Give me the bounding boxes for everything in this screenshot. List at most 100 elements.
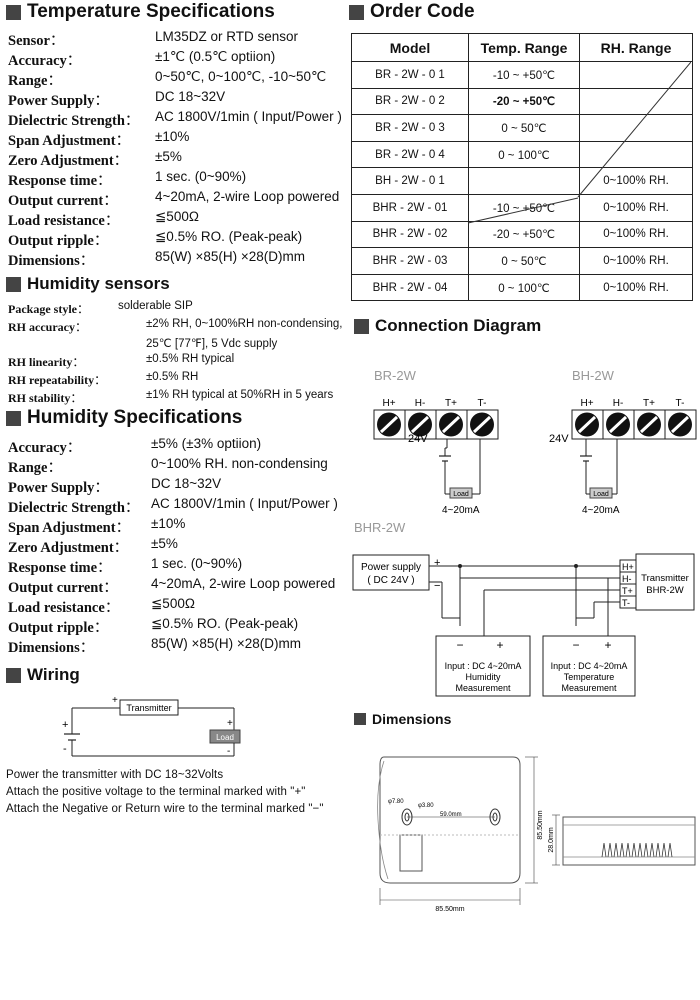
br-load-box	[449, 487, 473, 499]
vent-fin	[631, 842, 637, 858]
model-cell: BR - 2W - 0 2	[351, 87, 469, 116]
temperature-measurement-box	[542, 635, 636, 697]
power-supply-label: Power supply	[361, 562, 421, 573]
humidity-spec-label: Response time：	[8, 560, 112, 576]
humidity-spec-value: ±10%	[151, 516, 186, 531]
temperature-box-input: Input : DC 4~20mA	[551, 661, 628, 671]
square-bullet-icon	[354, 713, 366, 725]
br-terminal-block: H+H-T+T-	[373, 398, 499, 440]
terminal-label: T+	[445, 398, 457, 409]
model-cell: BHR - 2W - 02	[351, 220, 469, 249]
svg-text:−: −	[572, 638, 579, 652]
bhr-terminal-hplus: H+	[622, 562, 634, 572]
square-bullet-icon	[354, 318, 369, 334]
model-cell: BR - 2W - 0 3	[351, 114, 469, 142]
vent-fin	[649, 842, 655, 858]
temperature-spec-value: AC 1800V/1min ( Input/Power )	[155, 109, 342, 124]
humidity-spec-label: Accuracy：	[8, 440, 82, 456]
temperature-spec-value: ≦0.5% RO. (Peak-peak)	[155, 229, 303, 244]
humidity-sensor-value: ±2% RH, 0~100%RH non-condensing,	[146, 318, 343, 330]
temp-range-cell: -10 ~ +50℃	[468, 193, 580, 222]
humidity-sensor-value: ±0.5% RH	[146, 371, 199, 383]
terminal-label: T-	[478, 398, 487, 409]
rh-range-cell	[579, 140, 693, 169]
br-current-label: 4~20mA	[442, 505, 480, 516]
rh-range-cell: 0~100% RH.	[579, 220, 693, 249]
wiring-diagram: Transmitter + Load + - + -	[62, 695, 241, 757]
square-bullet-icon	[6, 276, 21, 292]
humidity-spec-value: AC 1800V/1min ( Input/Power )	[151, 496, 338, 511]
vent-fin	[637, 842, 643, 858]
humidity-sensor-value: solderable SIP	[118, 300, 193, 312]
side-vents	[601, 842, 673, 858]
order-code-title: Order Code	[349, 1, 475, 23]
bh-wiring: 24V Load 4~20mA	[549, 433, 620, 516]
temp-range-cell: 0 ~ 100℃	[468, 273, 580, 302]
humidity-spec-label: Dimensions：	[8, 640, 95, 656]
temperature-spec-label: Accuracy：	[8, 53, 82, 69]
vent-fin	[655, 842, 661, 858]
vent-fin	[667, 842, 673, 858]
humidity-spec-label: Output ripple：	[8, 620, 109, 636]
humidity-box-title: Humidity	[465, 672, 501, 682]
bhr-2w-label: BHR-2W	[354, 520, 406, 535]
temp-range-cell: 0 ~ 50℃	[468, 247, 580, 275]
humidity-sensor-label: RH accuracy：	[8, 320, 87, 334]
rh-range-empty-diagonal	[577, 61, 691, 198]
humidity-spec-value: 1 sec. (0~90%)	[151, 556, 243, 571]
square-bullet-icon	[6, 410, 21, 426]
power-supply-box	[352, 554, 430, 591]
vent-fin	[607, 842, 613, 858]
bhr-terminal-tminus: T-	[622, 598, 630, 608]
header-model: Model	[351, 33, 469, 62]
wiring-instruction-1: Power the transmitter with DC 18~32Volts	[6, 769, 224, 781]
temperature-spec-value: ±10%	[155, 129, 190, 144]
humidity-sensor-value: ±1% RH typical at 50%RH in 5 years	[146, 389, 334, 401]
humidity-spec-value: ≦500Ω	[151, 596, 195, 611]
temperature-spec-value: 4~20mA, 2-wire Loop powered	[155, 189, 340, 204]
svg-text:−: −	[456, 638, 463, 652]
terminal-label: H-	[415, 398, 426, 409]
vent-fin	[643, 842, 649, 858]
temperature-spec-label: Dimensions：	[8, 253, 95, 269]
temperature-spec-label: Power Supply：	[8, 93, 109, 109]
humidity-sensor-value: ±0.5% RH typical	[146, 353, 235, 365]
humidity-spec-value: ±5%	[151, 536, 178, 551]
temperature-spec-label: Sensor：	[8, 33, 65, 49]
humidity-spec-label: Span Adjustment：	[8, 520, 131, 536]
table-diagonals	[467, 61, 691, 224]
vent-fin	[601, 842, 607, 858]
power-supply-voltage: ( DC 24V )	[367, 575, 414, 586]
bhr-terminal-tplus: T+	[622, 586, 633, 596]
vent-fin	[661, 842, 667, 858]
temperature-box-title: Temperature	[564, 672, 615, 682]
br-2w-label: BR-2W	[374, 368, 417, 383]
temperature-spec-label: Output current：	[8, 193, 118, 209]
dimensions-title: Dimensions	[354, 711, 451, 727]
square-bullet-icon	[6, 667, 21, 683]
rh-range-cell: 0~100% RH.	[579, 273, 693, 302]
temp-range-cell: 0 ~ 100℃	[468, 140, 580, 169]
humidity-specs-title: Humidity Specifications	[6, 407, 242, 429]
humidity-sensor-label: Package style：	[8, 302, 89, 316]
temperature-spec-value: 85(W) ×85(H) ×28(D)mm	[155, 249, 306, 264]
header-rh-range: RH. Range	[579, 33, 693, 62]
humidity-spec-value: ±5% (±3% optiion)	[151, 436, 262, 451]
ps-plus: +	[434, 557, 440, 569]
temperature-spec-label: Response time：	[8, 173, 112, 189]
rh-range-cell	[579, 87, 693, 116]
terminal-label: H+	[580, 398, 593, 409]
load-label: Load	[216, 733, 234, 742]
temperature-box-subtitle: Measurement	[561, 683, 617, 693]
temperature-spec-label: Zero Adjustment：	[8, 153, 129, 169]
humidity-sensor-label: RH linearity：	[8, 355, 85, 369]
connection-diagram-title: Connection Diagram	[354, 316, 541, 336]
ps-minus: −	[434, 580, 440, 592]
humidity-spec-value: 0~100% RH. non-condensing	[151, 456, 328, 471]
bh-2w-label: BH-2W	[572, 368, 615, 383]
humidity-spec-value: ≦0.5% RO. (Peak-peak)	[151, 616, 299, 631]
dimensions-drawing: φ7.80 φ3.80 59.0mm 85.50mm 85.50mm 28.0m…	[377, 756, 696, 913]
bh-current-label: 4~20mA	[582, 505, 620, 516]
order-code-row: BR - 2W - 0 2-20 ~ +50℃	[351, 87, 693, 116]
